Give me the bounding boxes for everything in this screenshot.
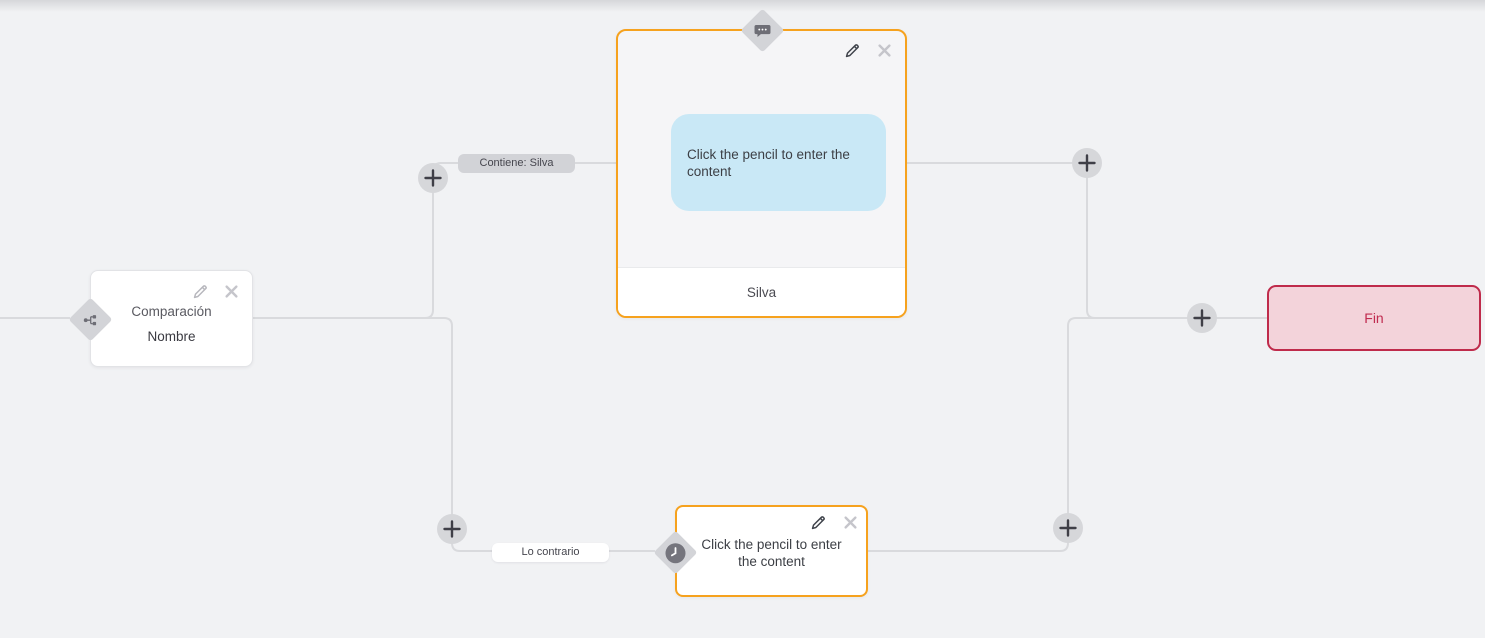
add-node-button-after-message[interactable] — [1072, 148, 1102, 178]
message-node-type-port[interactable] — [740, 8, 784, 52]
edge-comparison-to-delay — [253, 317, 655, 552]
plus-icon — [443, 520, 461, 538]
plus-icon — [1193, 309, 1211, 327]
delay-input-port[interactable] — [653, 530, 697, 574]
clock-icon — [665, 542, 685, 562]
plus-icon — [424, 169, 442, 187]
add-node-button-after-delay[interactable] — [1053, 513, 1083, 543]
add-node-button-top-branch[interactable] — [418, 163, 448, 193]
edge-message-to-end — [907, 162, 1267, 319]
delete-x-icon[interactable] — [876, 42, 893, 59]
sitemap-icon — [83, 313, 96, 325]
message-node-actions — [844, 42, 893, 59]
delete-x-icon[interactable] — [842, 514, 859, 531]
plus-icon — [1078, 154, 1096, 172]
edit-pencil-icon[interactable] — [192, 283, 209, 300]
edit-pencil-icon[interactable] — [810, 514, 827, 531]
message-bubble[interactable]: Click the pencil to enter the content — [671, 114, 886, 211]
end-node[interactable]: Fin — [1267, 285, 1481, 351]
end-node-label: Fin — [1364, 310, 1384, 326]
message-node[interactable]: Click the pencil to enter the content Si… — [616, 8, 907, 318]
delay-node-actions — [810, 514, 859, 531]
delay-node[interactable]: Click the pencil to enter the content — [653, 505, 868, 597]
delay-placeholder-text: Click the pencil to enter the content — [701, 537, 842, 569]
comparison-title-line1: Comparación — [131, 304, 212, 319]
delay-node-body: Click the pencil to enter the content — [677, 507, 866, 595]
add-node-button-before-end[interactable] — [1187, 303, 1217, 333]
message-node-footer: Silva — [618, 267, 905, 316]
comparison-input-port[interactable] — [68, 297, 112, 341]
message-footer-label: Silva — [746, 284, 777, 300]
edit-pencil-icon[interactable] — [844, 42, 861, 59]
comparison-node[interactable]: Comparación Nombre — [68, 270, 253, 367]
delete-x-icon[interactable] — [223, 283, 240, 300]
plus-icon — [1059, 519, 1077, 537]
message-bubble-text: Click the pencil to enter the content — [687, 146, 850, 179]
edge-label-contains[interactable]: Contiene: Silva — [458, 154, 575, 173]
chat-bubble-icon — [754, 24, 770, 37]
edge-label-otherwise[interactable]: Lo contrario — [492, 543, 609, 562]
comparison-node-title: Comparación Nombre — [91, 271, 252, 349]
comparison-title-line2: Nombre — [147, 329, 196, 344]
comparison-node-actions — [192, 283, 240, 300]
edge-delay-to-end — [868, 317, 1190, 552]
add-node-button-bottom-branch[interactable] — [437, 514, 467, 544]
